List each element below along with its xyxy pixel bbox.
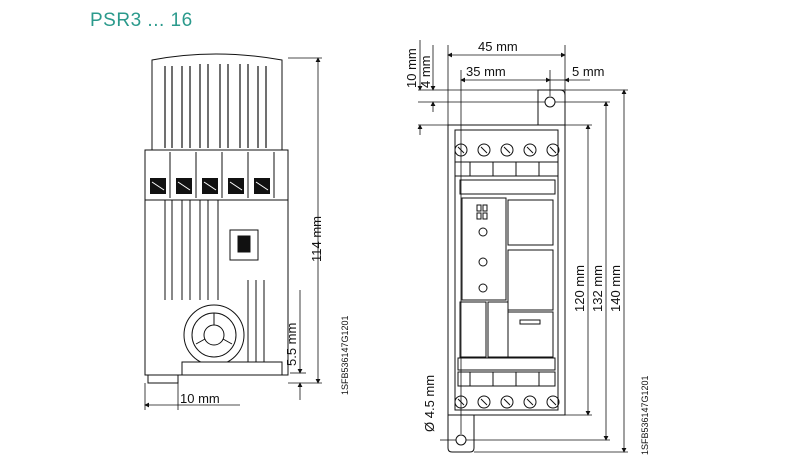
dim-height-140: 140 mm	[608, 265, 623, 312]
dim-foot-height: 5.5 mm	[284, 323, 299, 366]
dim-height-120: 120 mm	[572, 265, 587, 312]
dim-width-45: 45 mm	[478, 39, 518, 54]
dim-hole-offset-5: 5 mm	[572, 64, 605, 79]
dim-foot-width: 10 mm	[180, 391, 220, 406]
right-drawing-code: 1SFB536147G1201	[640, 375, 650, 455]
side-view-dimensions	[144, 57, 322, 410]
side-view	[144, 53, 289, 384]
product-title: PSR3 ... 16	[90, 10, 193, 31]
dim-height-132: 132 mm	[590, 265, 605, 312]
front-view	[447, 89, 566, 453]
front-view-dimensions	[417, 40, 628, 453]
dim-top-10: 10 mm	[404, 48, 419, 88]
dim-hole-diameter: Ø 4.5 mm	[422, 375, 437, 432]
dim-hole-spacing-35: 35 mm	[466, 64, 506, 79]
left-drawing-code: 1SFB536147G1201	[340, 315, 350, 395]
dim-height-114: 114 mm	[309, 216, 324, 262]
dim-top-4: 4 mm	[418, 56, 433, 89]
